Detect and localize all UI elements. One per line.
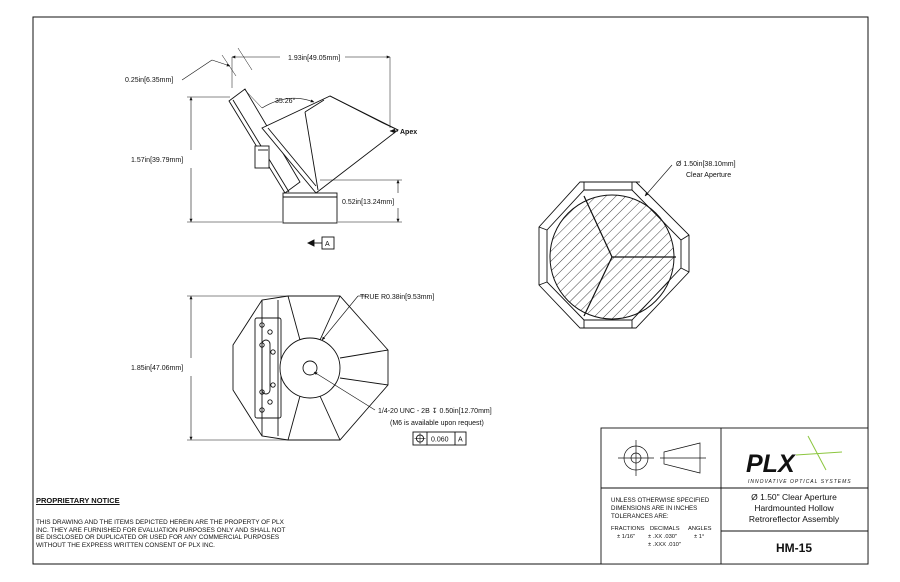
proprietary-notice-body: THIS DRAWING AND THE ITEMS DEPICTED HERE… — [36, 519, 286, 549]
side-view — [181, 47, 402, 250]
decimals-xxx: ± .XXX .010" — [648, 542, 681, 548]
side-view-base — [282, 192, 338, 224]
dim-radius: TRUE R0.38in[9.53mm] — [360, 294, 434, 301]
datum-a-label: A — [325, 241, 330, 248]
dim-base-height: 0.52in[13.24mm] — [342, 199, 394, 206]
fcf-tolerance: 0.060 — [431, 437, 449, 444]
front-view-labels: TRUE R0.38in[9.53mm] 1.85in[47.06mm] 1/4… — [131, 294, 492, 444]
front-view-hub — [279, 337, 341, 399]
apex-label: Apex — [400, 129, 417, 136]
dim-thread: 1/4-20 UNC - 2B ↧ 0.50in[12.70mm] — [378, 407, 492, 415]
side-view-labels: 1.93in[49.05mm] 0.25in[6.35mm] 35.26° Ap… — [125, 55, 417, 248]
side-view-screw-block — [254, 145, 270, 169]
fcf-datum: A — [458, 437, 463, 444]
description-line-3: Retroreflector Assembly — [749, 514, 840, 524]
fractions-value: ± 1/16" — [617, 534, 635, 540]
part-number: HM-15 — [776, 541, 812, 555]
dim-width-top: 1.93in[49.05mm] — [288, 55, 340, 62]
angles-label: ANGLES — [688, 526, 712, 532]
tolerance-line-1: UNLESS OTHERWISE SPECIFIED — [611, 497, 710, 504]
fractions-label: FRACTIONS — [611, 526, 645, 532]
aperture-view — [538, 164, 690, 329]
front-view — [187, 295, 467, 446]
proprietary-notice: PROPRIETARY NOTICE THIS DRAWING AND THE … — [36, 496, 286, 549]
tolerance-line-3: TOLERANCES ARE: — [611, 513, 669, 520]
dim-angle: 35.26° — [275, 97, 296, 105]
dim-height-side: 1.57in[39.79mm] — [131, 157, 183, 164]
title-block-text: PLX INNOVATIVE OPTICAL SYSTEMS Ø 1.50" C… — [611, 450, 852, 555]
proprietary-notice-title: PROPRIETARY NOTICE — [36, 496, 120, 505]
logo-tagline: INNOVATIVE OPTICAL SYSTEMS — [748, 479, 852, 485]
description-line-1: Ø 1.50" Clear Aperture — [751, 492, 837, 502]
description-line-2: Hardmounted Hollow — [754, 503, 834, 513]
sheet-border — [32, 16, 869, 565]
title-block — [600, 427, 869, 565]
datum-a-box — [321, 236, 335, 250]
thread-note: (M6 is available upon request) — [390, 420, 484, 427]
clear-aperture-label: Clear Aperture — [686, 172, 731, 179]
decimals-xx: ± .XX .030" — [648, 534, 677, 540]
angles-value: ± 1° — [694, 534, 704, 540]
dim-height-front: 1.85in[47.06mm] — [131, 365, 183, 372]
front-view-threaded-hole — [302, 360, 318, 376]
fcf-frame — [412, 431, 467, 446]
projection-symbol-icon — [618, 440, 706, 476]
decimals-label: DECIMALS — [650, 526, 680, 532]
front-view-slot — [261, 339, 271, 395]
dim-thickness: 0.25in[6.35mm] — [125, 77, 173, 84]
tolerance-line-2: DIMENSIONS ARE IN INCHES — [611, 505, 697, 512]
dim-aperture: Ø 1.50in[38.10mm] — [676, 161, 736, 168]
logo-text: PLX — [746, 450, 796, 478]
plx-logo — [795, 435, 843, 471]
aperture-labels: Ø 1.50in[38.10mm] Clear Aperture — [676, 161, 736, 179]
